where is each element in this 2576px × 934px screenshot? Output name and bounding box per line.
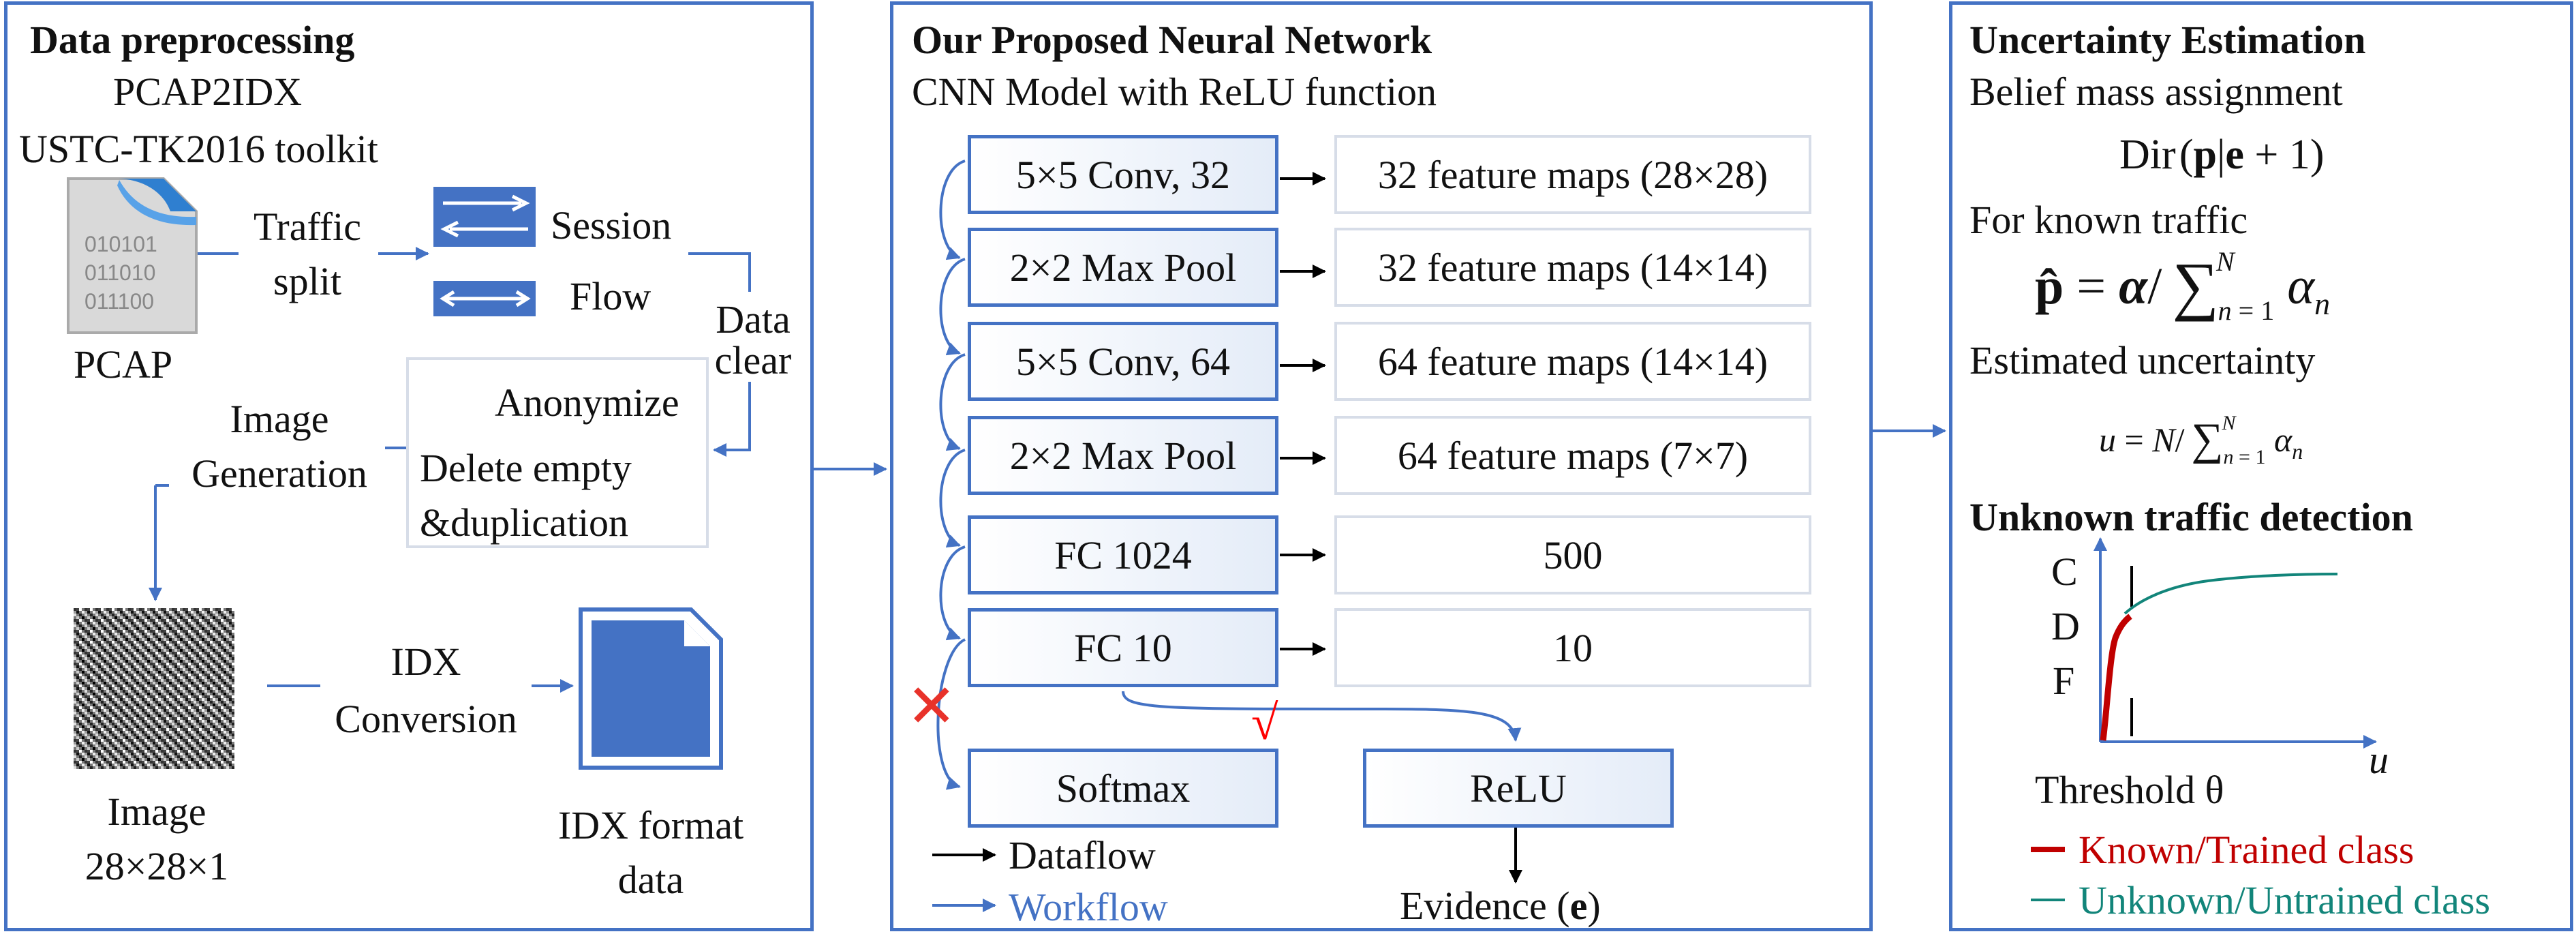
session-label: Session xyxy=(551,203,672,247)
evidence-suffix: ) xyxy=(1587,884,1601,928)
data-clear-line2: clear xyxy=(714,338,792,382)
legend-dataflow: Dataflow xyxy=(1009,833,1156,877)
network-subtitle: CNN Model with ReLU function xyxy=(912,70,1437,114)
p-hat-formula: p̂ = α/ ∑Nn = 1 αn xyxy=(2035,246,2331,326)
legend-known-class: Known/Trained class xyxy=(2079,828,2414,872)
layer-output-4: 64 feature maps (7×7) xyxy=(1334,416,1811,495)
x-axis-var: u xyxy=(2369,738,2389,782)
layer-box-6: FC 10 xyxy=(968,608,1278,687)
accept-mark: √ xyxy=(1251,695,1278,750)
known-traffic-label: For known traffic xyxy=(1969,198,2248,242)
relu-box: ReLU xyxy=(1363,749,1674,828)
data-clear-line1: Data xyxy=(716,297,791,342)
image-label-line2: 28×28×1 xyxy=(85,844,229,888)
image-label-line1: Image xyxy=(107,789,206,834)
layer-output-1: 32 feature maps (28×28) xyxy=(1334,135,1811,214)
layer-output-5: 500 xyxy=(1334,515,1811,594)
layer-box-3: 5×5 Conv, 64 xyxy=(968,322,1278,401)
flow-label: Flow xyxy=(570,274,651,318)
layer-box-1: 5×5 Conv, 32 xyxy=(968,135,1278,214)
idx-conversion-line1: IDX xyxy=(390,639,461,684)
layer-box-4: 2×2 Max Pool xyxy=(968,416,1278,495)
layer-box-2: 2×2 Max Pool xyxy=(968,228,1278,307)
delete-label-line1: Delete empty xyxy=(420,446,632,490)
session-icon xyxy=(433,187,536,247)
tool-name: PCAP2IDX xyxy=(113,70,303,114)
pcap-file-bits-3: 011100 xyxy=(85,289,155,314)
image-generation-line2: Generation xyxy=(191,451,367,496)
uncertainty-panel xyxy=(1949,1,2573,931)
idx-file-icon xyxy=(579,607,723,770)
dirichlet-formula: Dir (p|e + 1) xyxy=(2119,132,2325,178)
pcap-file-bits-2: 011010 xyxy=(85,260,156,285)
preprocessing-title: Data preprocessing xyxy=(30,18,355,62)
pcap-file-icon xyxy=(67,177,198,334)
anonymize-label: Anonymize xyxy=(495,380,679,425)
flow-icon xyxy=(433,281,536,316)
axis-label-d: D xyxy=(2051,604,2080,648)
traffic-split-line2: split xyxy=(273,259,341,303)
uncertainty-formula: u = N/ ∑Nn = 1 αn xyxy=(2099,412,2303,468)
dataflow-arrows xyxy=(1280,172,1522,884)
toolkit-name: USTC-TK2016 toolkit xyxy=(19,127,378,171)
layer-output-3: 64 feature maps (14×14) xyxy=(1334,322,1811,401)
idx-format-line1: IDX format xyxy=(557,803,744,847)
unknown-detection-title: Unknown traffic detection xyxy=(1969,495,2413,539)
axis-label-f: F xyxy=(2053,659,2075,703)
softmax-box: Softmax xyxy=(968,749,1278,828)
pcap-file-bits-1: 010101 xyxy=(85,232,157,256)
evidence-var: e xyxy=(1569,884,1588,928)
reject-mark: ✕ xyxy=(906,671,957,741)
network-title: Our Proposed Neural Network xyxy=(912,18,1432,62)
evidence-prefix: Evidence ( xyxy=(1400,884,1570,928)
evidence-label: Evidence (e) xyxy=(1400,886,1601,926)
legend-unknown-class: Unknown/Untrained class xyxy=(2079,878,2491,922)
uncertainty-title: Uncertainty Estimation xyxy=(1969,18,2366,62)
estimated-uncertainty-label: Estimated uncertainty xyxy=(1969,338,2316,382)
idx-format-line2: data xyxy=(617,858,684,902)
dir-text: Dir xyxy=(2119,132,2176,178)
layer-output-2: 32 feature maps (14×14) xyxy=(1334,228,1811,307)
traffic-image-thumbnail xyxy=(74,608,234,769)
legend-workflow: Workflow xyxy=(1009,885,1168,929)
threshold-label: Threshold θ xyxy=(2035,768,2224,812)
axis-label-c: C xyxy=(2051,549,2078,594)
fc10-to-relu-arrow xyxy=(1122,691,1522,742)
layer-box-5: FC 1024 xyxy=(968,515,1278,594)
idx-conversion-line2: Conversion xyxy=(335,697,517,741)
anonymize-box xyxy=(406,357,709,548)
uncertainty-cdf-plot xyxy=(2094,537,2377,749)
layer-output-6: 10 xyxy=(1334,608,1811,687)
image-generation-line1: Image xyxy=(230,397,329,441)
workflow-curves xyxy=(936,160,966,790)
delete-label-line2: &duplication xyxy=(420,500,629,545)
pcap-label: PCAP xyxy=(74,342,173,387)
traffic-split-line1: Traffic xyxy=(254,205,361,249)
belief-mass-label: Belief mass assignment xyxy=(1969,70,2343,114)
